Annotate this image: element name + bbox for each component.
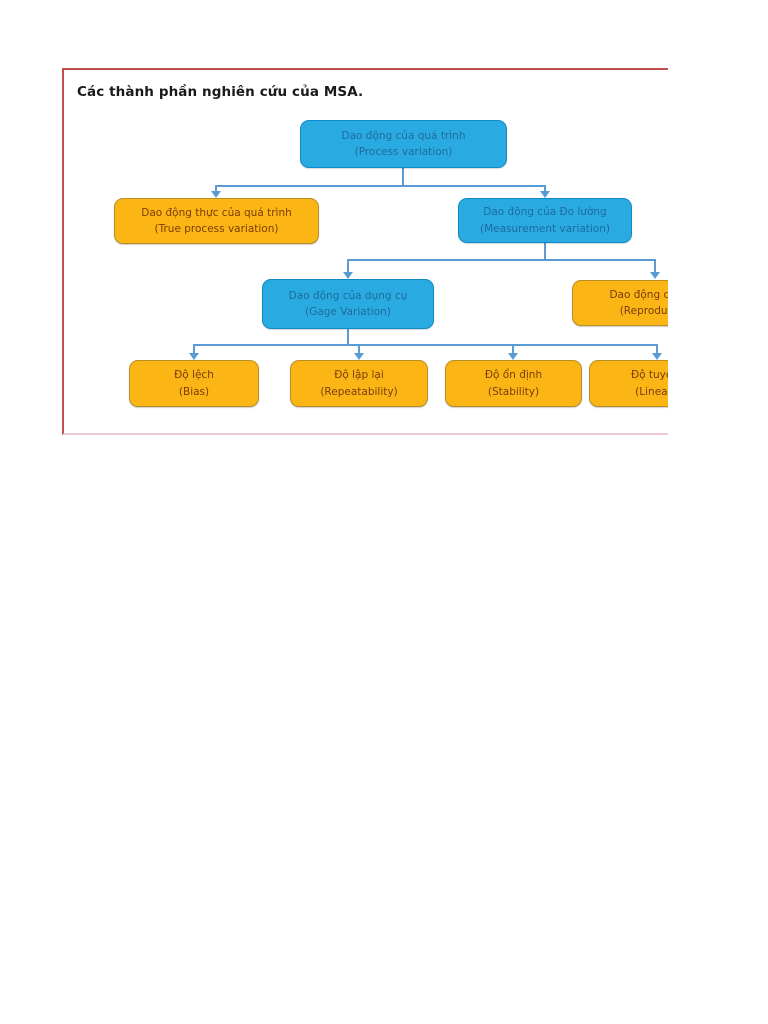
connector-stem-process: [402, 168, 404, 187]
connector-drop-true: [215, 185, 217, 193]
connector-drop-reproducibility: [654, 259, 656, 273]
connector-stem-measurement: [544, 243, 546, 261]
node-label-line1: Độ lệch: [174, 369, 214, 382]
connector-drop-gage: [347, 259, 349, 273]
connector-drop-bias: [193, 344, 195, 354]
node-label-line1: Dao động thực của quá trình: [141, 206, 292, 219]
node-label-line2: (Stability): [487, 385, 540, 398]
connector-stem-gage: [347, 329, 349, 346]
connector-bar-level3: [347, 259, 656, 261]
document-page: Các thành phần nghiên cứu của MSA. Dao đ…: [62, 68, 668, 435]
node-label-line2: (True process variation): [154, 223, 279, 235]
page-title: Các thành phần nghiên cứu của MSA.: [77, 84, 364, 100]
connector-bar-level2: [215, 185, 546, 187]
node-label-line1: Độ lập lại: [334, 369, 384, 382]
arrow-down-icon: [650, 272, 660, 279]
node-label-line2: (Lineari: [635, 385, 668, 398]
node-label-line1: Độ tuyến: [631, 369, 668, 382]
arrow-down-icon: [189, 353, 199, 360]
arrow-down-icon: [211, 191, 221, 198]
node-label-line1: Dao động do n: [609, 288, 668, 301]
arrow-down-icon: [343, 272, 353, 279]
node-repeatability: Độ lập lại (Repeatability): [290, 360, 428, 407]
node-process-variation: Dao động của quá trình (Process variatio…: [300, 120, 507, 168]
connector-drop-stability: [512, 344, 514, 354]
connector-bar-level4: [193, 344, 658, 346]
node-bias: Độ lệch (Bias): [129, 360, 259, 407]
node-label-line2: (Process variation): [354, 146, 453, 158]
node-label-line1: Độ ổn định: [484, 369, 543, 382]
arrow-down-icon: [354, 353, 364, 360]
node-label-line2: (Measurement variation): [479, 222, 611, 235]
node-gage-variation: Dao động của dụng cụ (Gage Variation): [262, 279, 434, 329]
node-label-line1: Dao động của dụng cụ: [288, 289, 408, 302]
arrow-down-icon: [652, 353, 662, 360]
node-label-line2: (Bias): [178, 385, 210, 398]
connector-drop-linearity: [656, 344, 658, 354]
connector-drop-repeatability: [358, 344, 360, 354]
node-measurement-variation: Dao động của Đo lường (Measurement varia…: [458, 198, 632, 243]
arrow-down-icon: [508, 353, 518, 360]
node-reproducibility: Dao động do n (Reproduci: [572, 280, 668, 326]
node-linearity: Độ tuyến (Lineari: [589, 360, 668, 407]
connector-drop-measurement: [544, 185, 546, 193]
node-stability: Độ ổn định (Stability): [445, 360, 582, 407]
node-label-line2: (Repeatability): [320, 385, 398, 398]
node-label-line2: (Reproduci: [619, 305, 668, 317]
node-label-line1: Dao động của quá trình: [341, 129, 466, 142]
node-label-line2: (Gage Variation): [305, 306, 391, 318]
node-true-process-variation: Dao động thực của quá trình (True proces…: [114, 198, 319, 244]
node-label-line1: Dao động của Đo lường: [483, 206, 607, 219]
arrow-down-icon: [540, 191, 550, 198]
